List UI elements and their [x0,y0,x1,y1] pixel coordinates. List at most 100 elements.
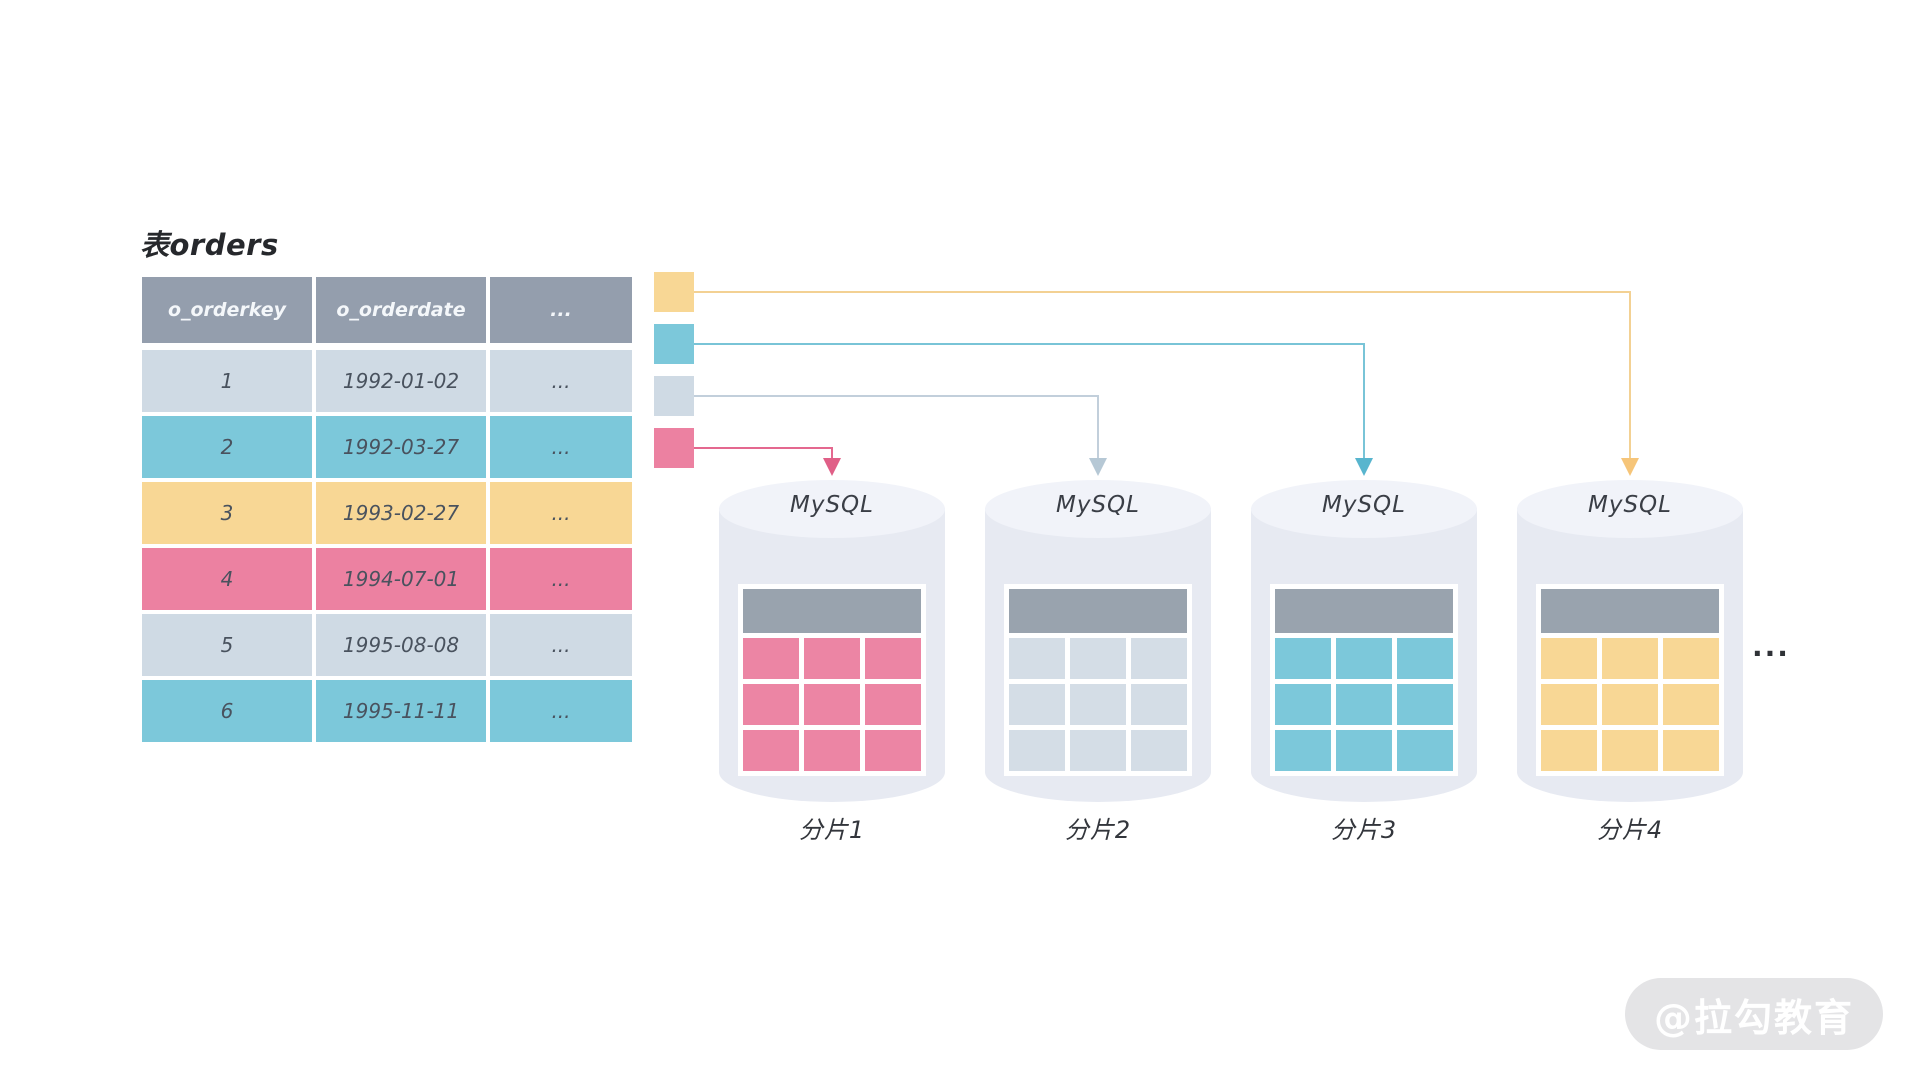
shard-table-cell [1070,638,1126,679]
shard-table-cell [1336,730,1392,771]
shard-table-cell [1070,684,1126,725]
table-cell-more: ... [490,416,632,478]
mysql-cylinder-icon: MySQL [985,480,1211,802]
mysql-label: MySQL [1322,492,1406,518]
shard-table-cell [865,730,921,771]
mapping-line-pink [694,447,833,459]
shard-table-cell [1009,684,1065,725]
shard-table-cell [1602,638,1658,679]
table-title: 表orders [140,228,279,262]
cylinder-top-ellipse [1517,480,1743,538]
table-cell-o_orderdate: 1992-01-02 [316,350,486,412]
shard-table-grid [743,638,921,771]
shard-color-swatch-light [654,376,694,416]
mysql-label: MySQL [790,492,874,518]
table-cell-o_orderdate: 1995-08-08 [316,614,486,676]
shard-table-cell [1009,730,1065,771]
shard-table-cell [1131,684,1187,725]
shard-table-cell [1397,730,1453,771]
table-cell-o_orderkey: 3 [142,482,312,544]
shard-table-cell [1397,638,1453,679]
table-cell-o_orderkey: 1 [142,350,312,412]
shard-name-label: 分片4 [1596,816,1664,844]
shard-table-preview [1004,584,1192,776]
arrowhead-icon-light [1089,458,1107,476]
table-cell-more: ... [490,350,632,412]
shard-table-preview [1536,584,1724,776]
shard-table-grid [1541,638,1719,771]
shard-table-preview [1270,584,1458,776]
mysql-label: MySQL [1588,492,1672,518]
shard-table-cell [804,730,860,771]
shard-table-cell [865,638,921,679]
table-cell-o_orderkey: 5 [142,614,312,676]
shard-table-cell [865,684,921,725]
mapping-line-light [694,395,1099,459]
watermark-badge: @拉勾教育 [1625,978,1883,1050]
shard-table-cell [1009,638,1065,679]
table-cell-more: ... [490,680,632,742]
shard-color-swatch-pink [654,428,694,468]
table-cell-o_orderdate: 1994-07-01 [316,548,486,610]
shard-color-swatch-teal [654,324,694,364]
mysql-cylinder-icon: MySQL [1251,480,1477,802]
shard-table-cell [1397,684,1453,725]
shard-table-cell [1275,638,1331,679]
shard-table-cell [1275,684,1331,725]
shard-table-cell [1131,638,1187,679]
table-cell-more: ... [490,548,632,610]
table-cell-o_orderkey: 6 [142,680,312,742]
shard-table-header [1275,589,1453,633]
table-cell-o_orderkey: 2 [142,416,312,478]
table-cell-more: ... [490,482,632,544]
column-header: o_orderkey [142,277,312,343]
shard-name-label: 分片2 [1064,816,1132,844]
mysql-cylinder-icon: MySQL [719,480,945,802]
cylinder-top-ellipse [1251,480,1477,538]
shard-table-cell [743,638,799,679]
shard-name-label: 分片3 [1330,816,1398,844]
shard-color-swatch-yellow [654,272,694,312]
arrowhead-icon-pink [823,458,841,476]
shard-table-cell [1070,730,1126,771]
shard-table-cell [1131,730,1187,771]
shard-table-cell [1663,684,1719,725]
shard-name-label: 分片1 [798,816,866,844]
shard-table-cell [1541,730,1597,771]
cylinder-top-ellipse [719,480,945,538]
shard-table-cell [804,684,860,725]
shard-table-cell [1541,638,1597,679]
shard-table-grid [1275,638,1453,771]
column-header: ... [490,277,632,343]
arrowhead-icon-yellow [1621,458,1639,476]
shard-table-cell [1275,730,1331,771]
arrowhead-icon-teal [1355,458,1373,476]
shard-table-header [1541,589,1719,633]
shard-table-cell [1602,730,1658,771]
shard-table-cell [804,638,860,679]
shard-table-cell [1663,638,1719,679]
mysql-cylinder-icon: MySQL [1517,480,1743,802]
cylinder-top-ellipse [985,480,1211,538]
shard-table-header [743,589,921,633]
table-cell-o_orderdate: 1995-11-11 [316,680,486,742]
table-cell-more: ... [490,614,632,676]
table-cell-o_orderdate: 1992-03-27 [316,416,486,478]
shard-table-preview [738,584,926,776]
shard-table-cell [1336,638,1392,679]
mysql-label: MySQL [1056,492,1140,518]
more-shards-ellipsis: ... [1752,630,1790,663]
shard-table-grid [1009,638,1187,771]
mapping-line-teal [694,343,1365,459]
column-header: o_orderdate [316,277,486,343]
